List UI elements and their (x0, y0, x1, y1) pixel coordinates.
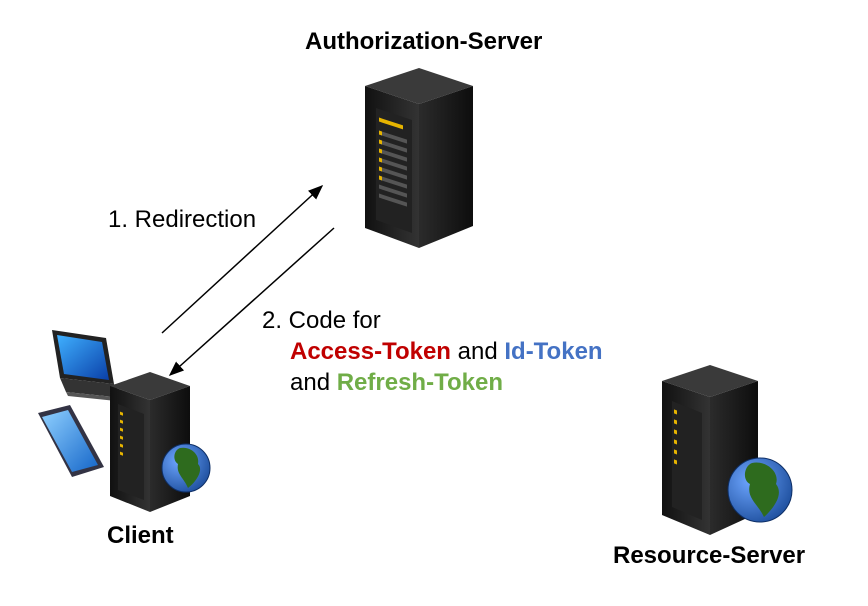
client-globe-icon (161, 443, 211, 493)
step-refresh-line: and Refresh-Token (290, 369, 503, 397)
and-label-2: and (290, 369, 331, 396)
step-code-tokens-line: Access-Token and Id-Token (290, 338, 603, 366)
step-code-label: 2. Code for (262, 307, 381, 334)
arrow-code-return (168, 227, 335, 377)
arrow-redirection (161, 184, 324, 334)
client-label: Client (107, 522, 174, 549)
id-token-label: Id-Token (504, 338, 603, 365)
access-token-label: Access-Token (290, 338, 451, 365)
laptop-icon (52, 330, 126, 402)
resource-globe-icon (727, 457, 793, 523)
authorization-server-label: Authorization-Server (305, 28, 543, 55)
refresh-token-label: Refresh-Token (336, 369, 503, 396)
resource-server-label: Resource-Server (613, 542, 806, 569)
step-redirection-label: 1. Redirection (108, 206, 257, 233)
and-label-1: and (457, 338, 498, 365)
smartphone-icon (38, 405, 104, 477)
authorization-server-icon (365, 68, 473, 248)
